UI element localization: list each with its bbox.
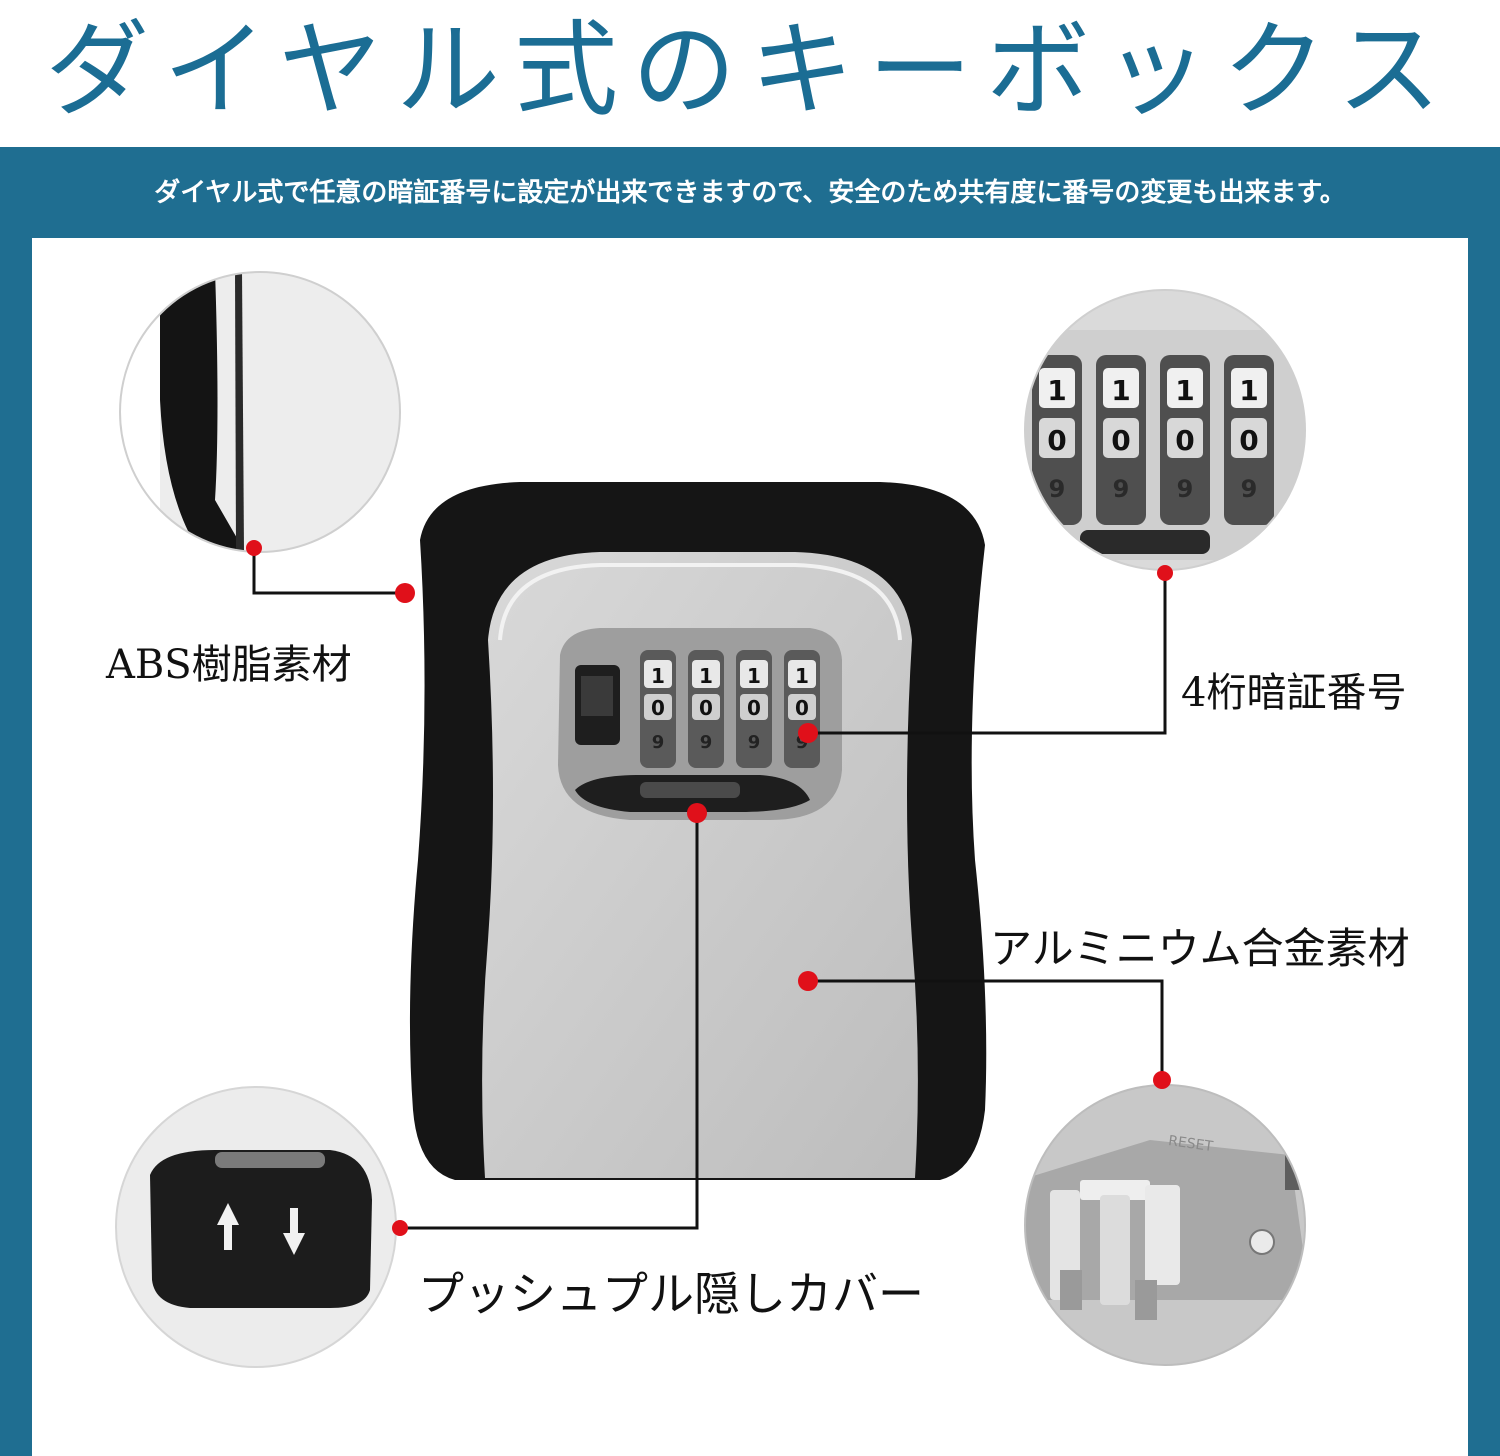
dial-digit: 9 bbox=[1177, 475, 1194, 503]
dial-digit: 0 bbox=[747, 696, 761, 720]
dial-digit: 1 bbox=[795, 664, 809, 688]
dial-digit: 0 bbox=[651, 696, 665, 720]
dial-wheels: 1 1 1 1 0 0 0 0 9 9 9 9 bbox=[640, 650, 820, 768]
dial-digit: 1 bbox=[1239, 374, 1258, 407]
aluminum-label: アルミニウム合金素材 bbox=[990, 924, 1410, 973]
dial-digit: 9 bbox=[1049, 475, 1066, 503]
cover-closeup bbox=[115, 1086, 397, 1368]
dial-digit: 1 bbox=[747, 664, 761, 688]
dial-digit: 9 bbox=[700, 732, 713, 753]
mechanism-closeup: RESET bbox=[1024, 1084, 1306, 1366]
dial-digit: 9 bbox=[1113, 475, 1130, 503]
connector-lines bbox=[252, 548, 1167, 1230]
arrow-down-icon bbox=[283, 1208, 305, 1255]
dial-digit: 0 bbox=[795, 696, 809, 720]
reset-text: RESET bbox=[1167, 1133, 1214, 1155]
page-title: ダイヤル式のキーボックス bbox=[45, 9, 1455, 131]
dial-digit: 1 bbox=[1175, 374, 1194, 407]
banner-subtitle: ダイヤル式で任意の暗証番号に設定が出来できますので、安全のため共有度に番号の変更… bbox=[154, 178, 1346, 208]
dial-digit: 0 bbox=[699, 696, 713, 720]
digits-label: 4桁暗証番号 bbox=[1181, 670, 1407, 716]
abs-label: ABS樹脂素材 bbox=[106, 642, 352, 688]
dial-digit: 9 bbox=[652, 732, 665, 753]
dial-digit: 9 bbox=[1241, 475, 1258, 503]
abs-closeup bbox=[119, 271, 401, 553]
dial-digit: 0 bbox=[1175, 424, 1194, 457]
arrow-up-icon bbox=[217, 1203, 239, 1250]
red-markers bbox=[246, 540, 1173, 1236]
dial-digit: 1 bbox=[1047, 374, 1066, 407]
dial-digit: 1 bbox=[699, 664, 713, 688]
dial-digit: 0 bbox=[1047, 424, 1066, 457]
dial-digit: 0 bbox=[1111, 424, 1130, 457]
dial-digit: 9 bbox=[748, 732, 761, 753]
dial-digit: 1 bbox=[1111, 374, 1130, 407]
cover-label: プッシュプル隠しカバー bbox=[418, 1267, 924, 1321]
dial-closeup: 1 1 1 1 0 0 0 0 9 9 9 9 bbox=[1024, 289, 1306, 571]
dial-digit: 1 bbox=[651, 664, 665, 688]
dial-digit: 0 bbox=[1239, 424, 1258, 457]
